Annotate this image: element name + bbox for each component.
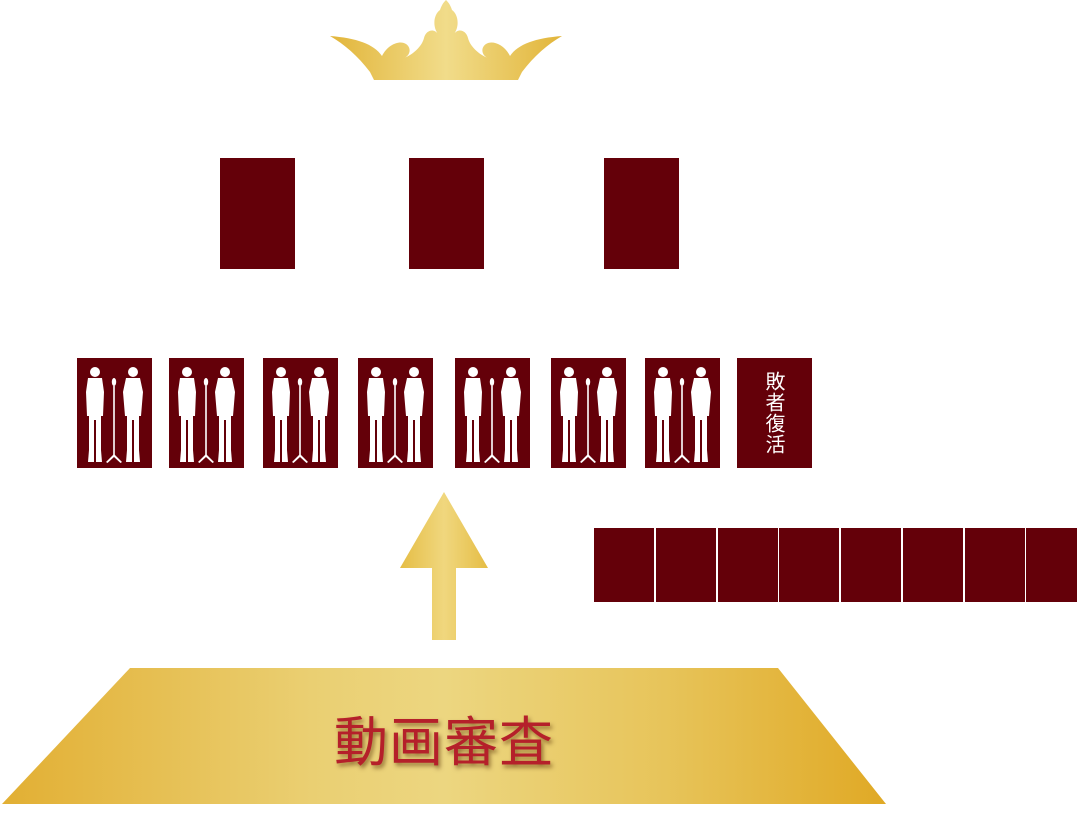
duo-with-microphone-icon [560, 367, 617, 463]
performer-slot [551, 358, 626, 468]
side-slot [779, 528, 839, 602]
performer-slot [455, 358, 530, 468]
performer-slot [645, 358, 720, 468]
crown-icon [330, 0, 562, 80]
performer-slot [358, 358, 433, 468]
duo-with-microphone-icon [367, 367, 424, 463]
video-screening-stage [2, 668, 886, 804]
performer-slot [169, 358, 244, 468]
final-slot [604, 158, 679, 269]
performer-slot [77, 358, 152, 468]
final-slot [220, 158, 295, 269]
video-screening-label: 動画審査 [334, 710, 554, 774]
duo-with-microphone-icon [178, 367, 235, 463]
side-slot [718, 528, 778, 602]
duo-with-microphone-icon [464, 367, 521, 463]
duo-with-microphone-icon [272, 367, 329, 463]
duo-with-microphone-icon [654, 367, 711, 463]
up-arrow-icon [400, 492, 488, 640]
side-slot [656, 528, 716, 602]
performer-slot [263, 358, 338, 468]
side-slot [1026, 528, 1077, 602]
revival-slot: 敗者復活 [737, 358, 812, 468]
final-slot [409, 158, 484, 269]
side-slot [594, 528, 654, 602]
side-slot [965, 528, 1025, 602]
revival-label: 敗者復活 [762, 371, 786, 455]
duo-with-microphone-icon [86, 367, 143, 463]
side-slot [903, 528, 963, 602]
side-slot [841, 528, 901, 602]
